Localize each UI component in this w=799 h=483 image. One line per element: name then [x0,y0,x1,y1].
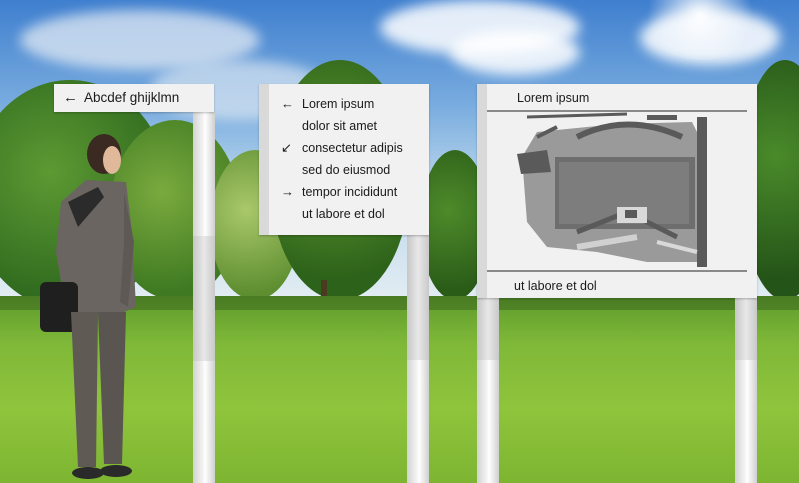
sign-line: consectetur adipis [302,141,403,155]
divider [487,270,747,272]
arrow-left-icon: ← [63,89,78,106]
sign-line: sed do eiusmod [302,163,391,177]
sign-post [477,298,499,483]
arrow-left-icon: ← [281,96,294,111]
sign-label: Abcdef ghijklmn [84,90,180,105]
arrow-right-icon: → [281,184,294,199]
map-sign-right: Lorem ipsum ut labore et dol [477,84,757,298]
direction-sign-middle: ← Lorem ipsum dolor sit amet ↙ consectet… [259,84,429,235]
map-footer: ut labore et dol [514,279,597,293]
lawn [0,296,799,483]
sign-post [735,298,757,483]
sign-line: dolor sit amet [302,119,378,133]
sign-line: Lorem ipsum [302,97,375,111]
divider [487,110,747,112]
direction-sign-left: ← Abcdef ghijklmn [54,84,214,112]
floor-plan-map [517,112,707,267]
sign-line: tempor incididunt [302,185,398,199]
cloud [640,10,780,65]
map-title: Lorem ipsum [517,91,590,105]
sign-post [193,112,215,483]
cloud [450,30,580,75]
person-figure [40,134,136,479]
arrow-down-left-icon: ↙ [281,140,292,155]
sign-line: ut labore et dol [302,207,385,221]
sign-post [407,235,429,483]
